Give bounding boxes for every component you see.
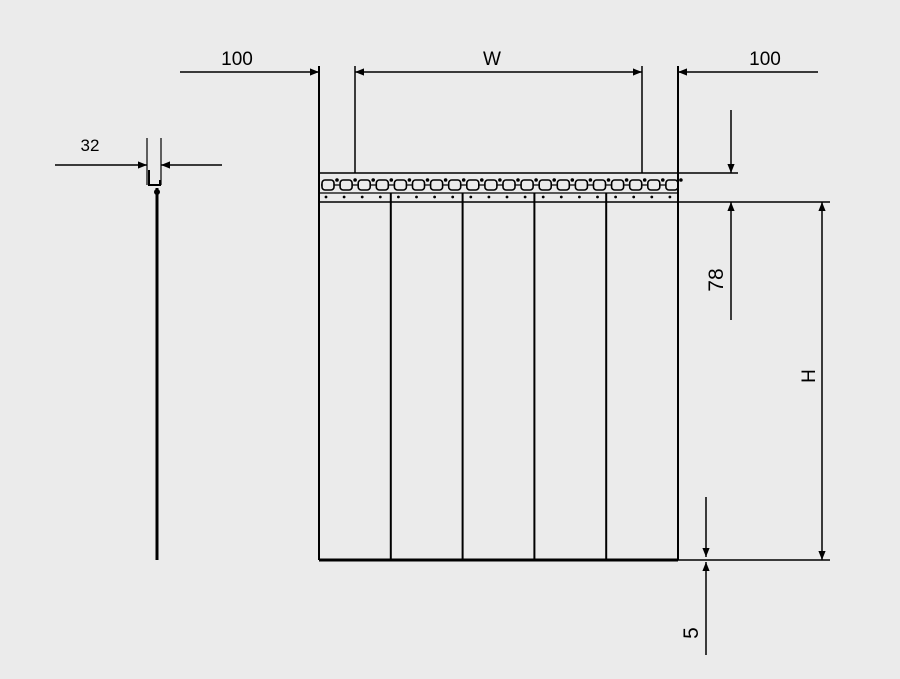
profile-hook	[148, 170, 161, 186]
rail-dot	[324, 195, 328, 199]
rail-dot	[397, 195, 400, 199]
rail-dot	[360, 195, 364, 199]
chain-link	[610, 179, 625, 191]
right-dimension-chain	[678, 110, 830, 655]
rail-dot	[433, 195, 436, 199]
top-dimension-chain	[180, 66, 818, 173]
chain-bolt	[606, 178, 611, 182]
chain-link	[538, 179, 553, 191]
profile-depth-label: 32	[81, 136, 100, 155]
chain-bolt	[552, 178, 556, 182]
bottom-gap-label: 5	[680, 627, 703, 639]
chain-link	[574, 179, 589, 191]
chain-link	[393, 179, 408, 191]
rail-height-label: 78	[705, 268, 728, 291]
rail-dot	[559, 195, 563, 199]
right-margin-label: 100	[749, 49, 781, 70]
chain-link	[665, 179, 679, 191]
chain-link	[357, 179, 372, 191]
rail-dot	[415, 195, 418, 199]
chain-link	[321, 179, 335, 191]
chain-bolt	[353, 178, 357, 182]
curtain-strips	[318, 66, 679, 562]
rail-dot	[378, 195, 382, 199]
chain-bolt	[425, 178, 430, 182]
left-margin-label: 100	[221, 49, 253, 70]
chain-link	[465, 179, 480, 191]
chain-link	[628, 179, 643, 191]
chain-link	[484, 179, 498, 191]
chain-link	[339, 179, 353, 191]
chain-bolt	[588, 178, 593, 182]
rail-dot	[650, 195, 654, 199]
chain-bolt	[480, 178, 484, 182]
chain-bolt	[661, 178, 665, 182]
rail-dots	[324, 195, 672, 199]
chain-link	[429, 179, 444, 191]
chain-link	[520, 179, 534, 191]
rail-dot	[505, 195, 509, 199]
chain-link	[592, 179, 607, 191]
chain-bolt	[498, 178, 502, 182]
chain-bolt	[570, 178, 575, 182]
chain-link	[502, 179, 516, 191]
rail-dot	[541, 195, 545, 199]
chain-bolt	[443, 178, 448, 182]
chain-link	[447, 179, 462, 191]
width-label: W	[483, 49, 501, 70]
rail-dot	[578, 195, 581, 199]
height-label: H	[799, 369, 820, 383]
chain-bolt	[389, 178, 394, 182]
chain-bolt	[371, 178, 376, 182]
chain-bolt	[407, 178, 412, 182]
mounting-rail	[318, 172, 683, 203]
chain-link	[411, 179, 426, 191]
chain-bolt	[642, 178, 647, 182]
chain-bolt	[461, 178, 466, 182]
rail-dot	[668, 195, 672, 199]
rail-dot	[596, 195, 599, 199]
rail-dot	[469, 195, 473, 199]
side-profile-view	[55, 138, 222, 560]
chain-bolt	[624, 178, 629, 182]
chain-bolt	[516, 178, 520, 182]
profile-bolt	[154, 189, 160, 195]
chain-link	[375, 179, 390, 191]
chain-link	[556, 179, 571, 191]
rail-dot	[451, 195, 455, 199]
rail-dot	[632, 195, 636, 199]
chain-link	[646, 179, 661, 191]
chain-bolt	[679, 178, 683, 182]
rail-dot	[487, 195, 491, 199]
rail-dot	[342, 195, 346, 199]
rail-dot	[614, 195, 617, 199]
chain-bolt	[335, 178, 339, 182]
rail-dot	[523, 195, 527, 199]
chain-bolt	[534, 178, 538, 182]
